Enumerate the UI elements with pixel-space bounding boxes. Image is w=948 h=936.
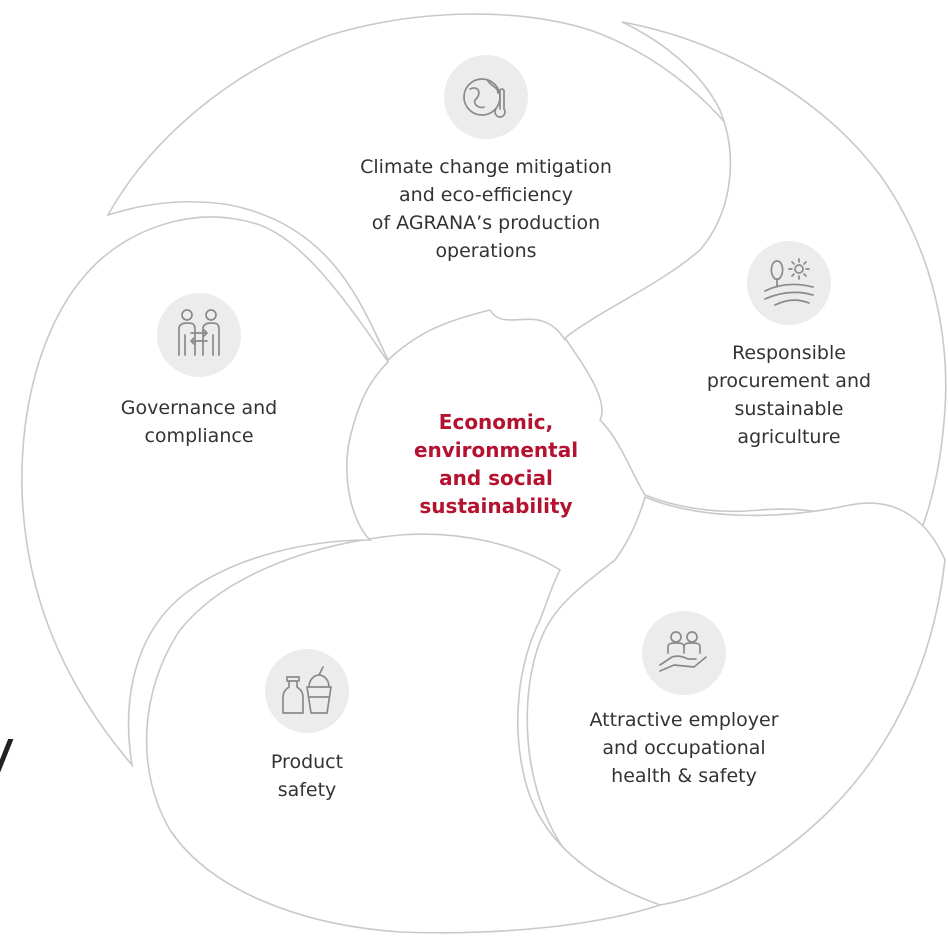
label-climate: Climate change mitigation and eco-effici… — [336, 153, 636, 265]
label-employer: Attractive employer and occupational hea… — [564, 706, 804, 790]
petal-employer — [526, 495, 946, 906]
label-line: and eco-efficiency — [399, 184, 573, 206]
label-line: Attractive employer — [589, 709, 779, 731]
center-title-line: environmental — [413, 438, 579, 462]
label-line: Governance and — [120, 397, 278, 419]
center-title-line: and social — [439, 466, 553, 490]
label-line: compliance — [144, 425, 254, 447]
label-line: operations — [435, 240, 537, 262]
label-governance: Governance and compliance — [99, 394, 299, 450]
center-title-line: Economic, — [438, 410, 554, 434]
label-line: safety — [277, 779, 337, 801]
label-line: Product — [270, 751, 344, 773]
label-line: of AGRANA’s production — [371, 212, 601, 234]
label-procurement: Responsible procurement and sustainable … — [679, 339, 899, 451]
petal-governance — [21, 216, 390, 768]
label-product: Product safety — [227, 748, 387, 804]
petal-climate — [106, 13, 814, 362]
label-line: Climate change mitigation — [360, 156, 612, 178]
label-line: and occupational — [602, 737, 766, 759]
bottle-and-cup-icon — [265, 649, 349, 733]
label-line: health & safety — [611, 765, 757, 787]
label-line: agriculture — [737, 426, 841, 448]
cropped-text-fragment: y — [0, 722, 15, 782]
center-title-line: sustainability — [419, 494, 573, 518]
people-exchange-icon — [157, 293, 241, 377]
label-line: Responsible — [732, 342, 846, 364]
field-tree-sun-icon — [747, 241, 831, 325]
center-title: Economic, environmental and social susta… — [396, 408, 596, 520]
label-line: sustainable — [734, 398, 844, 420]
label-line: procurement and — [706, 370, 872, 392]
globe-thermometer-icon — [444, 55, 528, 139]
people-in-hand-icon — [642, 611, 726, 695]
petal-product — [145, 533, 663, 934]
